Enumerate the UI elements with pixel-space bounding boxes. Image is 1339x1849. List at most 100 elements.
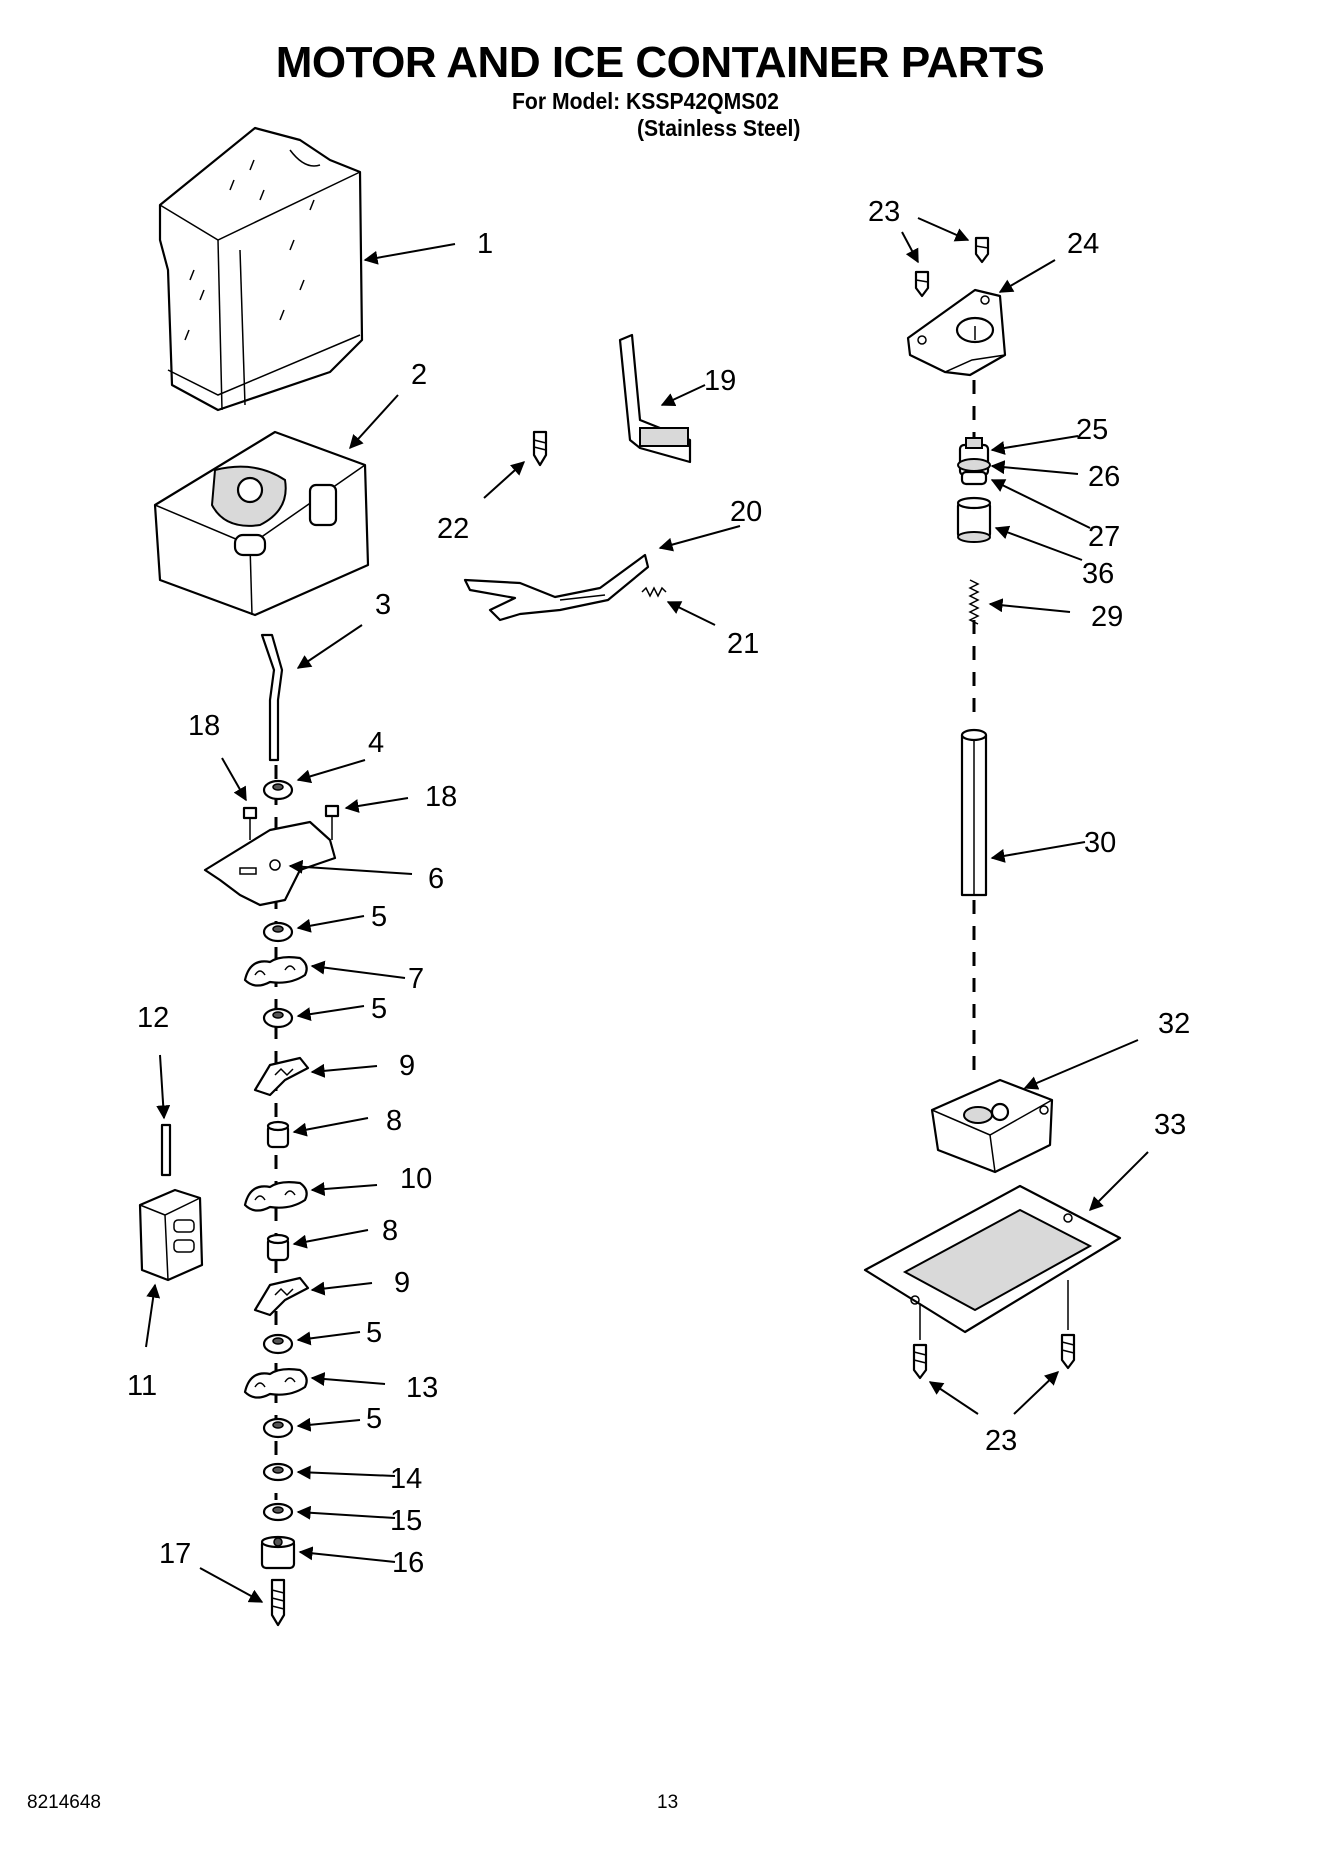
ice-container-part-1: [158, 126, 364, 412]
callout-5-b: 5: [371, 993, 387, 1025]
coupler-part-16: [260, 1535, 296, 1570]
model-number: For Model: KSSP42QMS02: [512, 88, 779, 114]
leader-30: [990, 841, 1086, 863]
callout-16: 16: [392, 1547, 424, 1579]
leader-26: [990, 460, 1079, 475]
leader-15: [296, 1505, 396, 1520]
callout-17: 17: [159, 1538, 191, 1570]
callout-18-right: 18: [425, 781, 457, 813]
blade-part-7: [243, 956, 308, 987]
leader-24: [998, 259, 1056, 293]
gasket-plate-part-33: [863, 1184, 1122, 1334]
leader-33: [1089, 1151, 1149, 1211]
leader-21: [666, 601, 716, 626]
spring-part-29: [968, 579, 980, 625]
screw-part-22: [532, 430, 548, 467]
leader-11: [145, 1283, 161, 1348]
cam-part-25-26-27: [957, 437, 991, 486]
callout-5-d: 5: [366, 1403, 382, 1435]
callout-15: 15: [390, 1505, 422, 1537]
callout-12: 12: [137, 1002, 169, 1034]
leader-4: [296, 759, 366, 784]
screw-part-17: [270, 1578, 286, 1627]
callout-18-left: 18: [188, 710, 220, 742]
callout-8-b: 8: [382, 1215, 398, 1247]
blade-part-10: [243, 1181, 308, 1212]
callout-1: 1: [477, 228, 493, 260]
screw-part-23-bottom-right: [1060, 1280, 1076, 1370]
callout-29: 29: [1091, 601, 1123, 633]
bracket-part-6: [203, 820, 337, 907]
leader-22: [483, 461, 526, 499]
leader-23-bottom-b: [1013, 1371, 1060, 1415]
blade-part-9-a: [253, 1056, 310, 1097]
callout-5-a: 5: [371, 901, 387, 933]
callout-20: 20: [730, 496, 762, 528]
callout-26: 26: [1088, 461, 1120, 493]
bracket-part-19: [618, 333, 692, 464]
washer-part-5-a: [262, 921, 294, 943]
callout-6: 6: [428, 863, 444, 895]
leader-18-right: [344, 797, 409, 813]
callout-2: 2: [411, 359, 427, 391]
page-title: MOTOR AND ICE CONTAINER PARTS: [275, 38, 1045, 87]
leader-8-b: [292, 1229, 369, 1249]
leader-18-left: [221, 757, 247, 802]
block-part-11: [138, 1188, 204, 1282]
leader-5-d: [296, 1417, 361, 1432]
leader-32: [1023, 1039, 1139, 1090]
callout-5-c: 5: [366, 1317, 382, 1349]
leader-29: [988, 598, 1071, 613]
callout-8-a: 8: [386, 1105, 402, 1137]
screw-part-18-right: [324, 804, 340, 840]
callout-3: 3: [375, 589, 391, 621]
washer-part-15: [262, 1502, 294, 1522]
pin-part-12: [160, 1123, 172, 1177]
leader-7: [310, 960, 406, 979]
washer-part-4: [262, 779, 294, 801]
shaft-part-30: [960, 728, 988, 897]
leader-6: [288, 859, 413, 875]
leader-5-c: [296, 1331, 361, 1346]
leader-14: [296, 1465, 396, 1480]
auger-housing-part-2: [153, 430, 370, 617]
lever-part-20: [463, 553, 650, 622]
screw-part-23-top-right: [974, 236, 990, 264]
leader-10: [310, 1182, 378, 1197]
screw-part-18-left: [242, 806, 258, 840]
callout-33: 33: [1154, 1109, 1186, 1141]
leader-23-top-a: [901, 231, 919, 264]
callout-22: 22: [437, 513, 469, 545]
callout-21: 21: [727, 628, 759, 660]
spacer-part-8-b: [266, 1233, 290, 1262]
mount-plate-part-24: [906, 288, 1007, 377]
callout-10: 10: [400, 1163, 432, 1195]
leader-9-b: [310, 1281, 373, 1296]
callout-7: 7: [408, 963, 424, 995]
leader-25: [990, 435, 1079, 455]
spacer-part-8-a: [266, 1120, 290, 1149]
washer-part-5-b: [262, 1007, 294, 1029]
washer-part-5-d: [262, 1417, 294, 1439]
callout-4: 4: [368, 727, 384, 759]
callout-30: 30: [1084, 827, 1116, 859]
leader-16: [298, 1546, 396, 1563]
callout-24: 24: [1067, 228, 1099, 260]
callout-19: 19: [704, 365, 736, 397]
leader-17: [199, 1567, 264, 1603]
motor-part-32: [930, 1078, 1054, 1174]
spring-part-21: [641, 586, 667, 598]
washer-part-14: [262, 1462, 294, 1482]
leader-20: [658, 525, 741, 552]
callout-25: 25: [1076, 414, 1108, 446]
leader-27: [990, 479, 1091, 529]
leader-19: [660, 384, 706, 407]
leader-12: [156, 1054, 171, 1120]
leader-36: [994, 525, 1083, 561]
callout-9-a: 9: [399, 1050, 415, 1082]
callout-27: 27: [1088, 521, 1120, 553]
leader-8-a: [292, 1117, 369, 1137]
callout-11: 11: [127, 1370, 157, 1402]
